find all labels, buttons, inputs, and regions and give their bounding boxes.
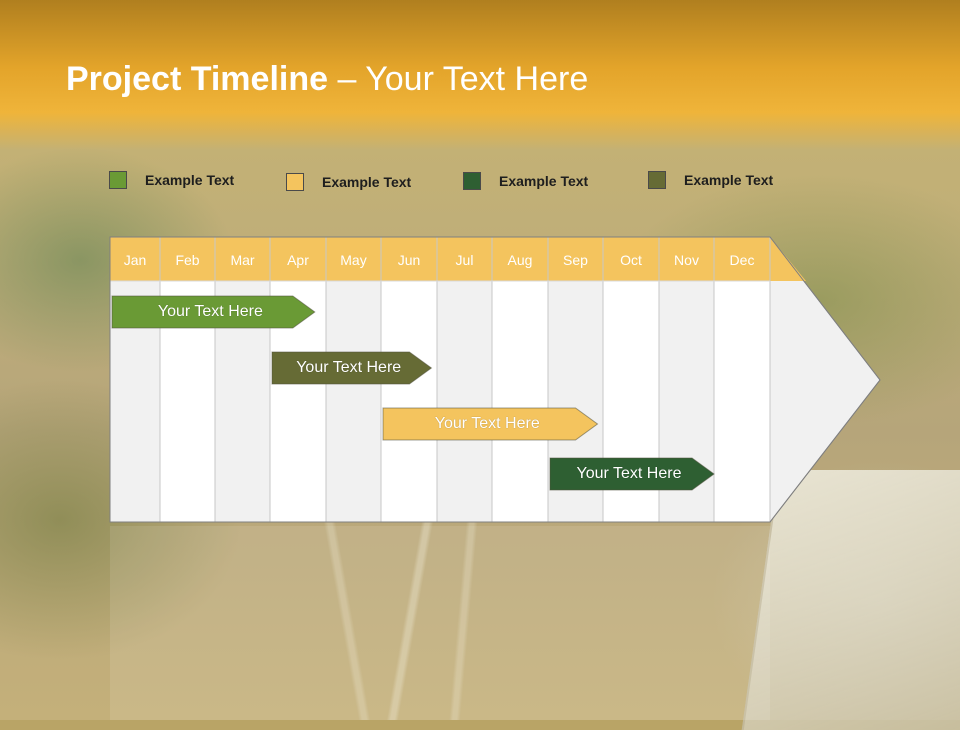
month-label-aug: Aug — [508, 252, 533, 268]
legend-item-4: Example Text — [648, 170, 773, 190]
month-column-may — [326, 281, 381, 522]
month-header-band — [110, 237, 806, 281]
task-bar-1 — [111, 295, 316, 329]
legend-label-4: Example Text — [684, 172, 774, 188]
legend-swatch-2 — [286, 173, 304, 191]
month-label-dec: Dec — [730, 252, 755, 268]
month-column-jun — [381, 281, 437, 522]
month-column-jul — [437, 281, 492, 522]
month-label-apr: Apr — [287, 252, 309, 268]
legend-swatch-1 — [109, 171, 127, 189]
task-bar-3 — [382, 407, 599, 441]
legend-item-2: Example Text — [286, 172, 411, 192]
timeline-arrow-outline — [109, 236, 881, 523]
slide-title-rest: – Your Text Here — [328, 60, 589, 98]
arrow-reflection — [110, 526, 770, 720]
task-bar-label-2: Your Text Here — [296, 359, 402, 376]
month-label-jan: Jan — [124, 252, 147, 268]
legend-label-2: Example Text — [322, 174, 412, 190]
month-label-jun: Jun — [398, 252, 421, 268]
slide-title: Project Timeline – Your Text Here — [66, 60, 588, 99]
legend-label-1: Example Text — [145, 172, 235, 188]
legend-swatch-4 — [648, 171, 666, 189]
month-column-dec — [714, 281, 770, 522]
month-label-may: May — [340, 252, 366, 268]
month-label-oct: Oct — [620, 252, 642, 268]
slide-title-bold: Project Timeline — [66, 60, 329, 98]
legend-item-1: Example Text — [109, 170, 234, 190]
month-label-sep: Sep — [563, 252, 588, 268]
task-bar-4 — [549, 457, 715, 491]
legend-swatch-3 — [463, 172, 481, 190]
task-bar-label-1: Your Text Here — [157, 303, 263, 320]
month-label-nov: Nov — [674, 252, 699, 268]
railway-tracks-decoration — [240, 520, 600, 720]
task-bar-2 — [271, 351, 433, 385]
legend-label-3: Example Text — [499, 173, 589, 189]
title-banner — [0, 0, 960, 150]
month-label-feb: Feb — [175, 252, 199, 268]
task-bar-label-4: Your Text Here — [576, 465, 682, 482]
month-label-jul: Jul — [456, 252, 474, 268]
task-bar-label-3: Your Text Here — [434, 415, 540, 432]
month-column-aug — [492, 281, 548, 522]
month-label-mar: Mar — [230, 252, 254, 268]
legend-item-3: Example Text — [463, 171, 588, 191]
